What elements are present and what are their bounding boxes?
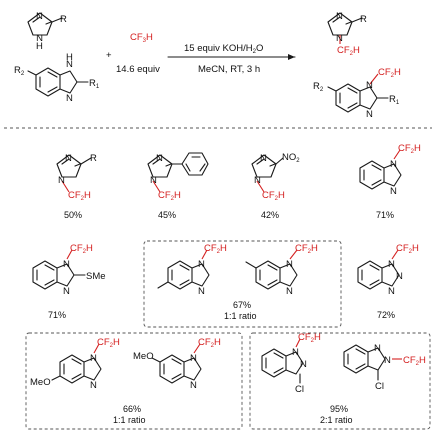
- reagent: CF3H 14.6 equiv: [116, 32, 160, 75]
- atom-n: N: [390, 186, 397, 197]
- product-3: N N NO2 CF2H 42%: [251, 152, 300, 220]
- atom-n: N: [336, 33, 343, 44]
- yield-label: 71%: [48, 310, 66, 320]
- cf2h-group: CF2H: [158, 190, 181, 202]
- chloro-group: Cl: [295, 384, 304, 395]
- isomer-box-p8: [25, 332, 243, 430]
- conditions-bottom: MeCN, RT, 3 h: [198, 64, 260, 75]
- atom-r: R: [90, 153, 97, 164]
- atom-n: N: [336, 11, 343, 22]
- atom-n: N: [66, 59, 73, 70]
- yield-label: 71%: [376, 210, 394, 220]
- ratio-label: 2:1 ratio: [320, 415, 353, 425]
- atom-n: N: [150, 175, 157, 186]
- product-1: R N N CF2H 50%: [56, 153, 97, 220]
- product-8: N N MeO CF2H N N MeO CF2H 66% 1:1 ratio: [30, 337, 221, 425]
- atom-n: N: [388, 286, 395, 297]
- atom-n: N: [90, 353, 97, 364]
- cf2h-group: CF2H: [298, 332, 321, 344]
- cf2h-group: CF2H: [396, 243, 419, 255]
- atom-n: N: [388, 259, 395, 270]
- reactant-benzimidazole: N H N R1 R2: [14, 52, 100, 104]
- atom-n: N: [66, 93, 73, 104]
- methoxy-group: MeO: [30, 377, 51, 388]
- atom-r1: R1: [389, 94, 400, 106]
- isomer-box-p6: [143, 240, 342, 328]
- cf2h-group: CF2H: [403, 355, 426, 367]
- cf2h-group: CF2H: [70, 243, 93, 255]
- atom-r: R: [60, 14, 67, 25]
- nitro-group: NO2: [282, 152, 300, 164]
- atom-r1: R1: [89, 78, 100, 90]
- atom-n: N: [384, 355, 391, 366]
- ratio-label: 1:1 ratio: [113, 415, 146, 425]
- reagent-equiv: 14.6 equiv: [116, 64, 160, 75]
- atom-n: N: [260, 153, 267, 164]
- yield-label: 45%: [158, 210, 176, 220]
- atom-n: N: [292, 347, 299, 358]
- cf2h-group: CF2H: [68, 190, 91, 202]
- atom-n: N: [366, 80, 373, 91]
- atom-n: N: [58, 175, 65, 186]
- atom-r2: R2: [313, 81, 324, 93]
- reagent-cf3h: CF3H: [130, 32, 153, 44]
- chloro-group: Cl: [375, 381, 384, 392]
- cf2h-group: CF2H: [337, 45, 360, 57]
- product-4: N N CF2H 71%: [359, 143, 421, 220]
- atom-r: R: [360, 14, 367, 25]
- cf2h-group: CF2H: [378, 67, 401, 79]
- product-2: N N CF2H 45%: [147, 152, 209, 220]
- atom-n: N: [390, 159, 397, 170]
- product-5: N N SMe CF2H 71%: [32, 243, 106, 320]
- plus-sign: +: [106, 50, 112, 61]
- atom-n: N: [156, 153, 163, 164]
- product-benzimidazole: N CF2H N R1 R2: [313, 67, 401, 120]
- methoxy-group: MeO: [133, 351, 154, 362]
- cf2h-group: CF2H: [97, 337, 120, 349]
- atom-n: N: [286, 286, 293, 297]
- cf2h-group: CF2H: [198, 337, 221, 349]
- atom-n: N: [254, 175, 261, 186]
- atom-n: N: [190, 353, 197, 364]
- atom-n: N: [65, 153, 72, 164]
- atom-n: N: [286, 259, 293, 270]
- yield-label: 67%: [233, 300, 251, 310]
- cf2h-group: CF2H: [295, 243, 318, 255]
- atom-n: N: [63, 259, 70, 270]
- product-imidazole: R N N CF2H: [327, 11, 367, 57]
- atom-r2: R2: [14, 65, 25, 77]
- yield-label: 42%: [261, 210, 279, 220]
- atom-h: H: [66, 52, 73, 63]
- cf2h-group: CF2H: [262, 190, 285, 202]
- yield-label: 72%: [377, 310, 395, 320]
- yield-label: 95%: [330, 404, 348, 414]
- yield-label: 50%: [64, 210, 82, 220]
- atom-n: N: [300, 359, 307, 370]
- ratio-label: 1:1 ratio: [224, 311, 257, 321]
- smethyl-group: SMe: [86, 271, 106, 282]
- atom-n: N: [63, 286, 70, 297]
- atom-n: N: [198, 259, 205, 270]
- conditions-top: 15 equiv KOH/H2O: [184, 43, 263, 55]
- atom-n: N: [198, 286, 205, 297]
- cf2h-group: CF2H: [204, 243, 227, 255]
- atom-n: N: [90, 380, 97, 391]
- atom-n: N: [366, 109, 373, 120]
- product-7: N N N CF2H 72%: [357, 243, 419, 320]
- atom-n: N: [36, 11, 43, 22]
- atom-n: N: [374, 343, 381, 354]
- yield-label: 66%: [123, 404, 141, 414]
- reaction-arrow: 15 equiv KOH/H2O MeCN, RT, 3 h: [167, 43, 296, 75]
- cf2h-group: CF2H: [398, 143, 421, 155]
- atom-n: N: [396, 271, 403, 282]
- isomer-box-p9: [249, 332, 431, 430]
- atom-n: N: [190, 380, 197, 391]
- product-6: N N CF2H N N CF2H 67% 1:1 ratio: [157, 243, 318, 321]
- product-9: N N Cl CF2H N N Cl CF2H 95% 2:1 ratio: [261, 332, 426, 425]
